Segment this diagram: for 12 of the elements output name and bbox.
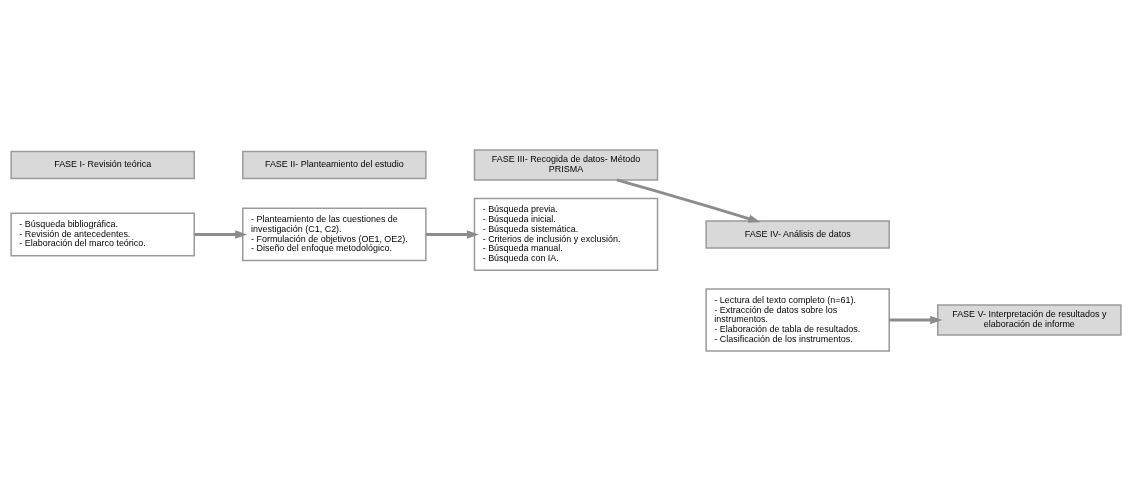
node-box: - Búsqueda bibliográfica. - Revisión de antecedentes. - Elaboración del marco teórico. xyxy=(10,211,195,256)
arrow xyxy=(889,315,943,324)
node-box: FASE V- Interpretación de resultados y elaboración de informe xyxy=(937,303,1122,336)
node-box: - Lectura del texto completo (n=61). - Extracción de datos sobre los instrumentos. - Elaboración de tabla de resultados. - Clasificación de los instrumentos. xyxy=(705,287,890,352)
node-box: - Búsqueda previa. - Búsqueda inicial. - Búsqueda sistemática. - Criterios de inclusión y exclusión. - Búsqueda manual. - Búsqueda con IA. xyxy=(473,197,659,271)
node-box: - Planteamiento de las cuestiones de investigación (C1, C2). - Formulación de objetivos (OE1, OE2). - Diseño del enfoque metodológico. xyxy=(242,207,427,261)
node-box: FASE III- Recogida de datos- Método PRISMA xyxy=(473,148,659,181)
node-box: FASE II- Planteamiento del estudio xyxy=(242,150,427,179)
arrow xyxy=(425,229,479,239)
node-box: FASE I- Revisión teórica xyxy=(10,150,195,179)
node-box: FASE IV- Análisis de datos xyxy=(705,219,890,249)
arrow xyxy=(194,229,248,239)
